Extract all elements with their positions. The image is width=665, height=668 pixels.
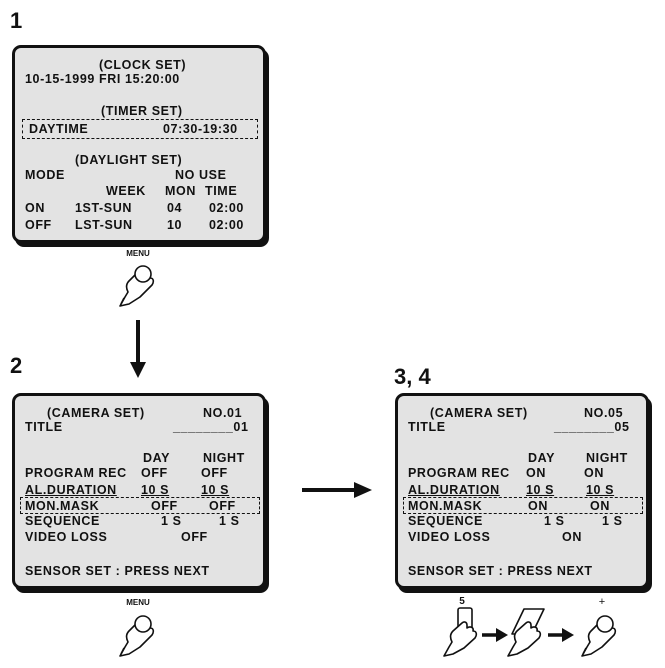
daylight-set-title: (DAYLIGHT SET) bbox=[75, 153, 183, 167]
al-duration-night: 10 S bbox=[201, 483, 230, 497]
program-rec-label: PROGRAM REC bbox=[408, 466, 510, 480]
al-duration-day: 10 S bbox=[141, 483, 170, 497]
mon-mask-night: ON bbox=[590, 499, 610, 513]
program-rec-day: ON bbox=[526, 466, 546, 480]
finger-press-icon[interactable] bbox=[576, 610, 620, 658]
finger-press-icon[interactable] bbox=[440, 606, 486, 658]
sequence-day: 1 S bbox=[544, 514, 565, 528]
title-label: TITLE bbox=[408, 420, 446, 434]
finger-press-icon[interactable] bbox=[114, 610, 158, 658]
key-5-label: 5 bbox=[459, 596, 465, 607]
mon-mask-label: MON.MASK bbox=[408, 499, 483, 513]
clock-timer-screen: (CLOCK SET) 10-15-1999 FRI 15:20:00 (TIM… bbox=[12, 45, 266, 243]
row-on-week: 1ST-SUN bbox=[75, 201, 132, 215]
arrow-right-icon bbox=[482, 628, 508, 642]
col-day: DAY bbox=[143, 451, 171, 465]
step-number-1: 1 bbox=[10, 8, 23, 33]
sensor-set-footer: SENSOR SET : PRESS NEXT bbox=[408, 564, 593, 578]
menu-button-label-2: MENU bbox=[126, 598, 150, 607]
col-time: TIME bbox=[205, 184, 238, 198]
mon-mask-label: MON.MASK bbox=[25, 499, 100, 513]
sequence-day: 1 S bbox=[161, 514, 182, 528]
timer-set-title: (TIMER SET) bbox=[101, 104, 183, 118]
video-loss-label: VIDEO LOSS bbox=[25, 530, 108, 544]
clock-value: 10-15-1999 FRI 15:20:00 bbox=[25, 72, 180, 86]
title-value: ________01 bbox=[173, 420, 249, 434]
program-rec-night: ON bbox=[584, 466, 604, 480]
title-label: TITLE bbox=[25, 420, 63, 434]
al-duration-label: AL.DURATION bbox=[25, 483, 117, 497]
camera-set-title: (CAMERA SET) bbox=[47, 406, 145, 420]
row-off-time: 02:00 bbox=[209, 218, 244, 232]
mon-mask-day: OFF bbox=[151, 499, 178, 513]
finger-press-icon[interactable] bbox=[114, 260, 158, 308]
camera-set-screen-05: (CAMERA SET) NO.05 TITLE ________05 DAY … bbox=[395, 393, 649, 589]
plus-button-label: + bbox=[598, 596, 606, 608]
mon-mask-night: OFF bbox=[209, 499, 236, 513]
sequence-night: 1 S bbox=[602, 514, 623, 528]
mode-value: NO USE bbox=[175, 168, 227, 182]
video-loss-label: VIDEO LOSS bbox=[408, 530, 491, 544]
video-loss-value: ON bbox=[562, 530, 582, 544]
row-off-mon: 10 bbox=[167, 218, 183, 232]
camera-number: NO.05 bbox=[584, 406, 624, 420]
camera-set-title: (CAMERA SET) bbox=[430, 406, 528, 420]
program-rec-day: OFF bbox=[141, 466, 168, 480]
title-value: ________05 bbox=[554, 420, 630, 434]
col-day: DAY bbox=[528, 451, 556, 465]
col-night: NIGHT bbox=[586, 451, 628, 465]
mon-mask-day: ON bbox=[528, 499, 548, 513]
video-loss-value: OFF bbox=[181, 530, 208, 544]
sequence-label: SEQUENCE bbox=[25, 514, 100, 528]
step-number-3-4: 3, 4 bbox=[394, 364, 431, 389]
row-off-name: OFF bbox=[25, 218, 52, 232]
row-on-mon: 04 bbox=[167, 201, 183, 215]
menu-button-label-1: MENU bbox=[126, 249, 150, 258]
col-night: NIGHT bbox=[203, 451, 245, 465]
finger-press-icon[interactable] bbox=[504, 606, 550, 658]
program-rec-label: PROGRAM REC bbox=[25, 466, 127, 480]
arrow-right-icon bbox=[302, 482, 372, 498]
program-rec-night: OFF bbox=[201, 466, 228, 480]
al-duration-label: AL.DURATION bbox=[408, 483, 500, 497]
camera-number: NO.01 bbox=[203, 406, 243, 420]
row-off-week: LST-SUN bbox=[75, 218, 133, 232]
step-number-2: 2 bbox=[10, 353, 23, 378]
arrow-down-icon bbox=[130, 320, 146, 378]
col-mon: MON bbox=[165, 184, 196, 198]
al-duration-day: 10 S bbox=[526, 483, 555, 497]
al-duration-night: 10 S bbox=[586, 483, 615, 497]
sequence-label: SEQUENCE bbox=[408, 514, 483, 528]
mon-mask-selection-box bbox=[20, 497, 260, 514]
mode-label: MODE bbox=[25, 168, 65, 182]
row-on-time: 02:00 bbox=[209, 201, 244, 215]
daytime-label: DAYTIME bbox=[29, 122, 89, 136]
daytime-selection-box bbox=[22, 119, 258, 139]
sensor-set-footer: SENSOR SET : PRESS NEXT bbox=[25, 564, 210, 578]
row-on-name: ON bbox=[25, 201, 45, 215]
camera-set-screen-01: (CAMERA SET) NO.01 TITLE ________01 DAY … bbox=[12, 393, 266, 589]
sequence-night: 1 S bbox=[219, 514, 240, 528]
mon-mask-selection-box bbox=[403, 497, 643, 514]
clock-set-title: (CLOCK SET) bbox=[99, 58, 187, 72]
col-week: WEEK bbox=[106, 184, 146, 198]
arrow-right-icon bbox=[548, 628, 574, 642]
daytime-value: 07:30-19:30 bbox=[163, 122, 238, 136]
